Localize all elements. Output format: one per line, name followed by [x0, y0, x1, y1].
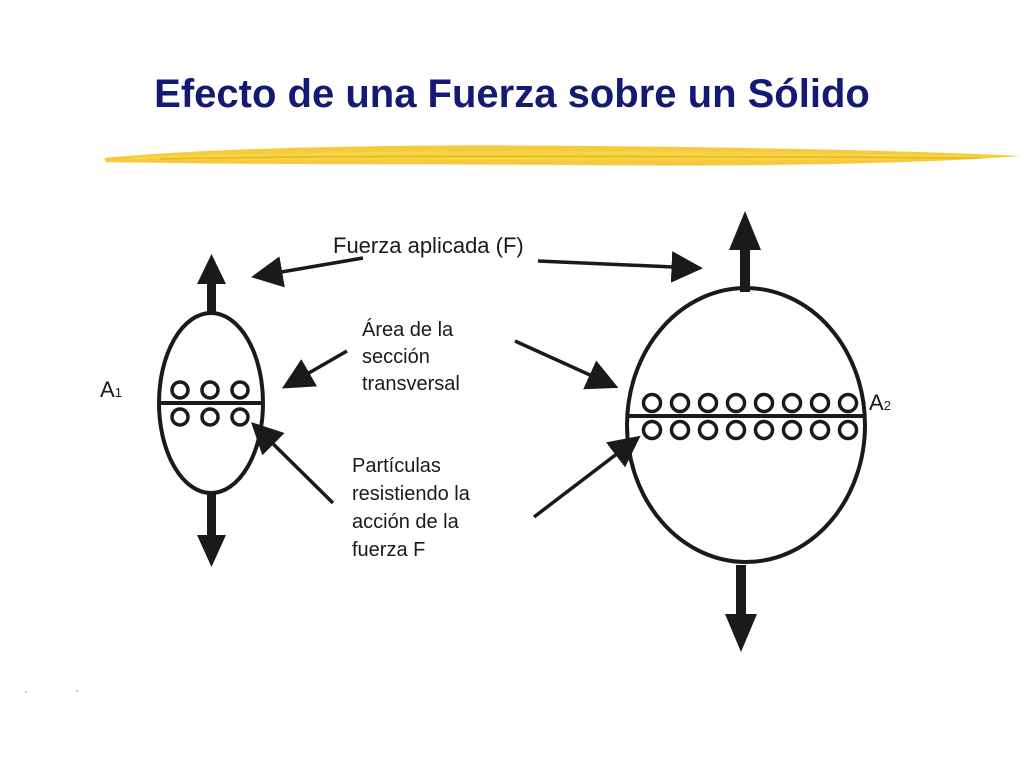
- large-solid-particles-bottom: [641, 419, 859, 441]
- large-solid-particle: [781, 392, 803, 414]
- large-solid-particle: [641, 419, 663, 441]
- particles-pointer-right: [532, 435, 641, 519]
- area-label: Área de la sección transversal: [362, 318, 460, 395]
- area-label-line-2: sección: [362, 346, 430, 368]
- large-solid-particle: [669, 419, 691, 441]
- particles-label-line-3: acción de la: [352, 511, 460, 533]
- particles-label-line-4: fuerza F: [352, 539, 425, 561]
- large-solid-particle: [753, 419, 775, 441]
- slide-speck: [24, 690, 28, 694]
- large-solid-outline: [625, 286, 867, 564]
- large-solid-particle: [837, 392, 859, 414]
- force-pointer-left: [251, 256, 364, 288]
- small-solid-particle: [200, 380, 220, 400]
- large-solid-particle: [697, 419, 719, 441]
- large-solid-particles-top: [641, 392, 859, 414]
- area-label-line-3: transversal: [362, 373, 460, 395]
- small-solid-particles-top: [170, 380, 250, 400]
- force-pointer-right: [537, 251, 703, 283]
- large-solid-particle: [669, 392, 691, 414]
- small-solid-particle: [230, 407, 250, 427]
- force-label: Fuerza aplicada (F): [333, 233, 524, 258]
- large-solid: A2: [625, 211, 891, 652]
- particles-pointer-left: [251, 422, 335, 505]
- small-solid-particles-bottom: [170, 407, 250, 427]
- large-solid-particle: [641, 392, 663, 414]
- small-solid-area-label: A1: [100, 377, 122, 402]
- area-pointer-right: [514, 339, 619, 390]
- particles-label: Partículas resistiendo la acción de la f…: [352, 455, 475, 561]
- small-solid: A1: [100, 254, 265, 567]
- slide-speck: [75, 689, 79, 693]
- large-solid-area-label: A2: [869, 390, 891, 415]
- small-solid-particle: [200, 407, 220, 427]
- large-solid-particle: [837, 419, 859, 441]
- large-solid-particle: [725, 392, 747, 414]
- area-label-line-1: Área de la: [362, 318, 454, 341]
- large-solid-particle: [809, 392, 831, 414]
- small-solid-force-arrow-up: [197, 254, 226, 313]
- large-solid-particle: [725, 419, 747, 441]
- large-solid-particle: [809, 419, 831, 441]
- particles-label-line-1: Partículas: [352, 455, 441, 477]
- large-solid-particle: [697, 392, 719, 414]
- small-solid-particle: [170, 407, 190, 427]
- particles-label-line-2: resistiendo la: [352, 483, 471, 505]
- large-solid-particle: [753, 392, 775, 414]
- large-solid-force-arrow-up: [729, 211, 761, 292]
- small-solid-force-arrow-down: [197, 493, 226, 567]
- large-solid-force-arrow-down: [725, 565, 757, 652]
- slide-title: Efecto de una Fuerza sobre un Sólido: [154, 72, 870, 116]
- large-solid-particle: [781, 419, 803, 441]
- small-solid-particle: [170, 380, 190, 400]
- area-pointer-left: [281, 349, 348, 389]
- title-highlight-stroke: [104, 145, 1020, 166]
- small-solid-particle: [230, 380, 250, 400]
